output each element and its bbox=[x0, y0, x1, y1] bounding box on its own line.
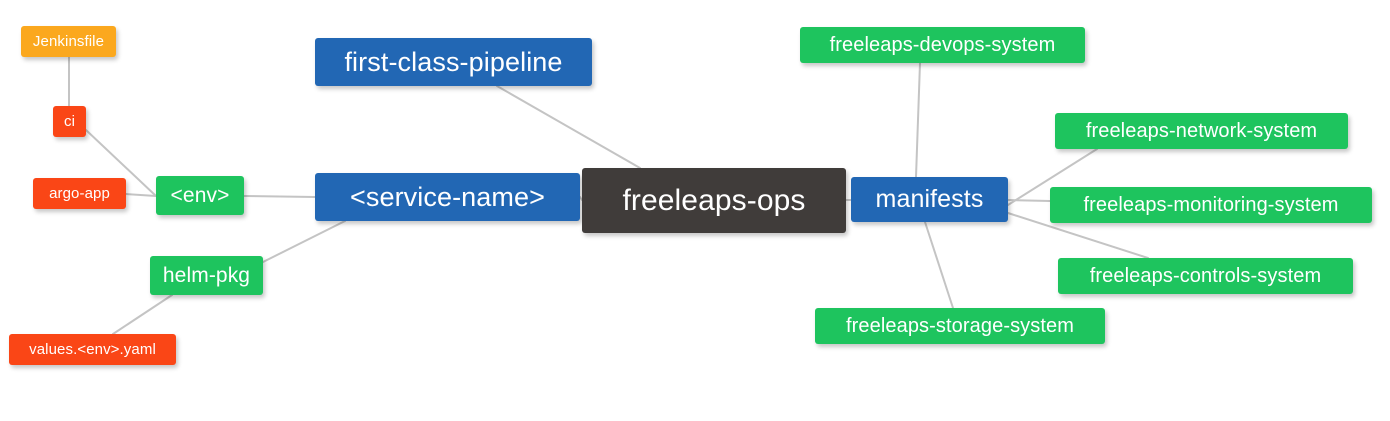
edge-manifests-to-freeleaps-devops-system bbox=[915, 62, 921, 178]
mindmap-node-label: argo-app bbox=[49, 185, 110, 202]
mindmap-node-freeleaps-monitoring-system[interactable]: freeleaps-monitoring-system bbox=[1050, 187, 1372, 223]
mindmap-node-freeleaps-controls-system[interactable]: freeleaps-controls-system bbox=[1058, 258, 1353, 294]
edge-manifests-to-freeleaps-monitoring-system bbox=[1007, 199, 1051, 202]
mindmap-node-label: ci bbox=[63, 113, 76, 130]
mindmap-node-label: freeleaps-monitoring-system bbox=[1083, 194, 1339, 216]
mindmap-node-first-class-pipeline[interactable]: first-class-pipeline bbox=[315, 38, 592, 86]
mindmap-node-freeleaps-ops[interactable]: freeleaps-ops bbox=[582, 168, 846, 233]
edge-env-to-service-name bbox=[243, 195, 316, 198]
mindmap-node-freeleaps-storage-system[interactable]: freeleaps-storage-system bbox=[815, 308, 1105, 344]
mindmap-node-argo-app[interactable]: argo-app bbox=[33, 178, 126, 209]
edge-helm-pkg-to-values-env-yaml bbox=[112, 294, 173, 335]
mindmap-node-label: freeleaps-storage-system bbox=[845, 315, 1075, 337]
mindmap-node-values-env-yaml[interactable]: values.<env>.yaml bbox=[9, 334, 176, 365]
mindmap-node-freeleaps-network-system[interactable]: freeleaps-network-system bbox=[1055, 113, 1348, 149]
mindmap-node-jenkinsfile[interactable]: Jenkinsfile bbox=[21, 26, 116, 57]
mindmap-node-label: freeleaps-ops bbox=[622, 183, 806, 217]
mindmap-node-label: freeleaps-devops-system bbox=[829, 34, 1056, 56]
mindmap-node-label: freeleaps-network-system bbox=[1085, 120, 1318, 142]
mindmap-node-label: first-class-pipeline bbox=[344, 46, 563, 77]
mindmap-node-label: Jenkinsfile bbox=[32, 33, 105, 50]
mindmap-node-helm-pkg[interactable]: helm-pkg bbox=[150, 256, 263, 295]
mindmap-node-service-name[interactable]: <service-name> bbox=[315, 173, 580, 221]
mindmap-node-label: values.<env>.yaml bbox=[29, 341, 156, 358]
mindmap-node-freeleaps-devops-system[interactable]: freeleaps-devops-system bbox=[800, 27, 1085, 63]
mindmap-node-env[interactable]: <env> bbox=[156, 176, 244, 215]
edge-argo-app-to-env bbox=[125, 193, 157, 197]
edge-first-class-pipeline-to-freeleaps-ops bbox=[496, 85, 641, 169]
edge-manifests-to-freeleaps-storage-system bbox=[924, 221, 954, 309]
edge-service-name-to-helm-pkg bbox=[262, 220, 346, 263]
mindmap-node-manifests[interactable]: manifests bbox=[851, 177, 1008, 222]
mindmap-node-label: <env> bbox=[170, 184, 230, 207]
mindmap-node-ci[interactable]: ci bbox=[53, 106, 86, 137]
mindmap-node-label: freeleaps-controls-system bbox=[1089, 265, 1322, 287]
mindmap-node-label: manifests bbox=[875, 185, 984, 213]
mindmap-node-label: <service-name> bbox=[350, 181, 545, 212]
mindmap-node-label: helm-pkg bbox=[162, 264, 251, 287]
